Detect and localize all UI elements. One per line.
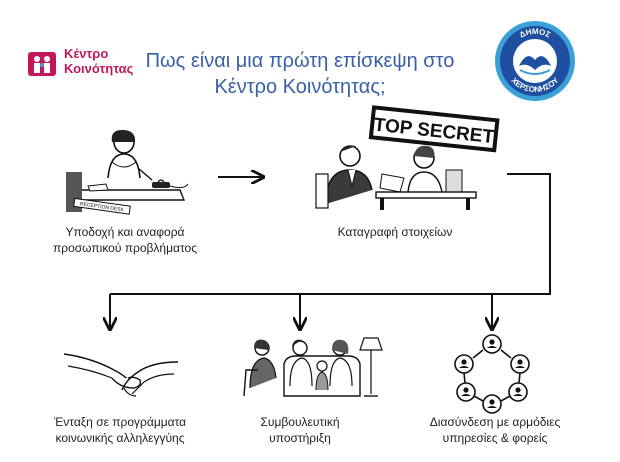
integration-caption-line1: Ένταξη σε προγράμματα (53, 415, 187, 429)
people-network-icon (454, 334, 530, 414)
page-title: Πως είναι μια πρώτη επίσκεψη στο Κέντρο … (130, 48, 470, 100)
counseling-caption-line2: υποστήριξη (269, 431, 331, 445)
logo-text-line2: Κοινότητας (64, 61, 134, 76)
title-line2: Κέντρο Κοινότητας; (214, 76, 386, 98)
reception-illustration: RECEPTION DESK (66, 130, 189, 215)
municipality-seal-icon: ΔΗΜΟΣ ΧΕΡΣΟΝΗΣΟΥ (495, 21, 575, 101)
reception-caption-line1: Υποδοχή και αναφορά (65, 225, 185, 239)
connector-registration-right (110, 173, 551, 295)
integration-caption: Ένταξη σε προγράμματα κοινωνικής αλληλεγ… (30, 414, 210, 446)
registration-caption-line1: Καταγραφή στοιχείων (337, 225, 453, 239)
counseling-caption: Συμβουλευτική υποστήριξη (220, 414, 380, 446)
networking-caption-line1: Διασύνδεση με αρμόδιες (429, 415, 561, 429)
svg-text:ΔΗΜΟΣ: ΔΗΜΟΣ (518, 27, 552, 40)
helping-hands-icon (63, 353, 179, 397)
networking-caption-line2: υπηρεσίες & φορείς (442, 431, 548, 445)
title-line1: Πως είναι μια πρώτη επίσκεψη στο (145, 50, 455, 72)
municipality-seal: ΔΗΜΟΣ ΧΕΡΣΟΝΗΣΟΥ (494, 20, 576, 102)
seal-top-text: ΔΗΜΟΣ (518, 27, 552, 40)
reception-caption-line2: προσωπικού προβλήματος (53, 241, 197, 255)
registration-caption: Καταγραφή στοιχείων (300, 224, 490, 240)
family-counseling-icon (243, 337, 383, 397)
networking-caption: Διασύνδεση με αρμόδιες υπηρεσίες & φορεί… (400, 414, 590, 446)
integration-caption-line2: κοινωνικής αλληλεγγύης (55, 431, 185, 445)
reception-caption: Υποδοχή και αναφορά προσωπικού προβλήματ… (30, 224, 220, 256)
family-icon (28, 52, 56, 76)
community-center-logo: Κέντρο Κοινότητας (28, 44, 148, 94)
counseling-caption-line1: Συμβουλευτική (260, 415, 340, 429)
registration-illustration: TOP SECRET (315, 105, 500, 210)
logo-text-line1: Κέντρο (64, 46, 109, 61)
